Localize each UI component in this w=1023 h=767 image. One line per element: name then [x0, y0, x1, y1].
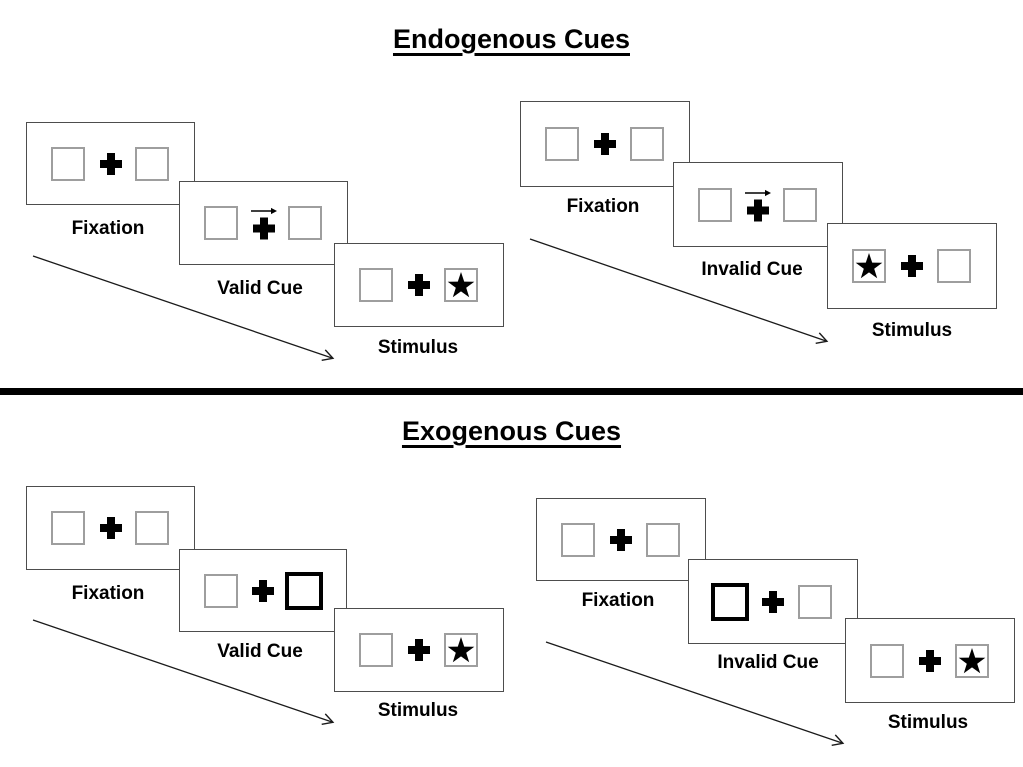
cue-right-arrow-icon	[250, 207, 277, 215]
fixation-cross-icon	[252, 217, 275, 240]
fixation-cross-icon	[594, 133, 616, 155]
target-box	[955, 643, 989, 678]
target-box	[444, 633, 478, 667]
fixation-card	[26, 486, 195, 570]
card-label-cue: Invalid Cue	[701, 259, 803, 280]
fixation-card	[536, 498, 706, 581]
peripheral-cue-box	[711, 582, 749, 621]
fixation-cross-icon	[901, 255, 923, 277]
central-cue	[250, 207, 277, 240]
fixation-cross-icon	[762, 590, 784, 613]
section-title-endogenous: Endogenous Cues	[392, 24, 630, 54]
placeholder-box-right	[937, 249, 971, 283]
placeholder-box-left	[359, 268, 393, 302]
card-label-cue: Valid Cue	[217, 278, 303, 299]
fixation-cross-icon	[610, 528, 632, 551]
card-label-fixation: Fixation	[71, 583, 145, 604]
fixation-cross-icon	[99, 517, 122, 539]
card-label-cue: Invalid Cue	[717, 652, 819, 673]
fixation-cross-icon	[408, 639, 430, 661]
placeholder-box-right	[798, 584, 832, 619]
card-label-stimulus: Stimulus	[377, 700, 459, 721]
target-box	[852, 249, 886, 283]
placeholder-box-left	[359, 633, 393, 667]
stimulus-card	[827, 223, 997, 309]
section-title-exogenous: Exogenous Cues	[401, 416, 622, 446]
target-box	[444, 268, 478, 302]
filled-star-icon	[447, 637, 475, 663]
placeholder-box-left	[204, 206, 238, 240]
placeholder-box-right	[630, 127, 664, 161]
card-label-cue: Valid Cue	[217, 641, 303, 662]
placeholder-box-left	[870, 643, 904, 678]
card-label-stimulus: Stimulus	[377, 337, 459, 358]
stimulus-card	[334, 608, 504, 692]
cue-card	[688, 559, 858, 644]
cue-card	[673, 162, 843, 247]
placeholder-box-right	[135, 511, 169, 545]
fixation-cross-icon	[747, 199, 769, 221]
placeholder-box-left	[545, 127, 579, 161]
peripheral-cue-box	[285, 571, 323, 610]
fixation-cross-icon	[252, 579, 274, 602]
card-label-fixation: Fixation	[566, 196, 640, 217]
diagonal-arrow-icon	[529, 238, 829, 344]
card-label-stimulus: Stimulus	[887, 712, 969, 733]
fixation-cross-icon	[919, 649, 941, 672]
section-divider	[0, 388, 1023, 395]
placeholder-box-right	[646, 522, 680, 557]
diagonal-arrow-icon	[32, 255, 335, 361]
cue-card	[179, 549, 347, 632]
diagonal-arrow-icon	[32, 619, 335, 725]
placeholder-box-right	[288, 206, 322, 240]
fixation-card	[26, 122, 195, 205]
card-label-fixation: Fixation	[71, 218, 145, 239]
placeholder-box-left	[51, 511, 85, 545]
card-label-stimulus: Stimulus	[871, 320, 953, 341]
fixation-cross-icon	[408, 274, 430, 296]
filled-star-icon	[447, 272, 475, 298]
filled-star-icon	[958, 647, 986, 673]
placeholder-box-left	[51, 146, 85, 181]
placeholder-box-left	[561, 522, 595, 557]
placeholder-box-right	[783, 187, 817, 222]
placeholder-box-left	[698, 187, 732, 222]
fixation-cross-icon	[99, 152, 122, 175]
placeholder-box-left	[204, 573, 238, 608]
placeholder-box-right	[135, 146, 169, 181]
stimulus-card	[845, 618, 1015, 703]
fixation-card	[520, 101, 690, 187]
cue-right-arrow-icon	[745, 189, 771, 196]
filled-star-icon	[855, 253, 883, 279]
stimulus-card	[334, 243, 504, 327]
central-cue	[745, 188, 771, 221]
cue-card	[179, 181, 348, 265]
card-label-fixation: Fixation	[581, 590, 655, 611]
